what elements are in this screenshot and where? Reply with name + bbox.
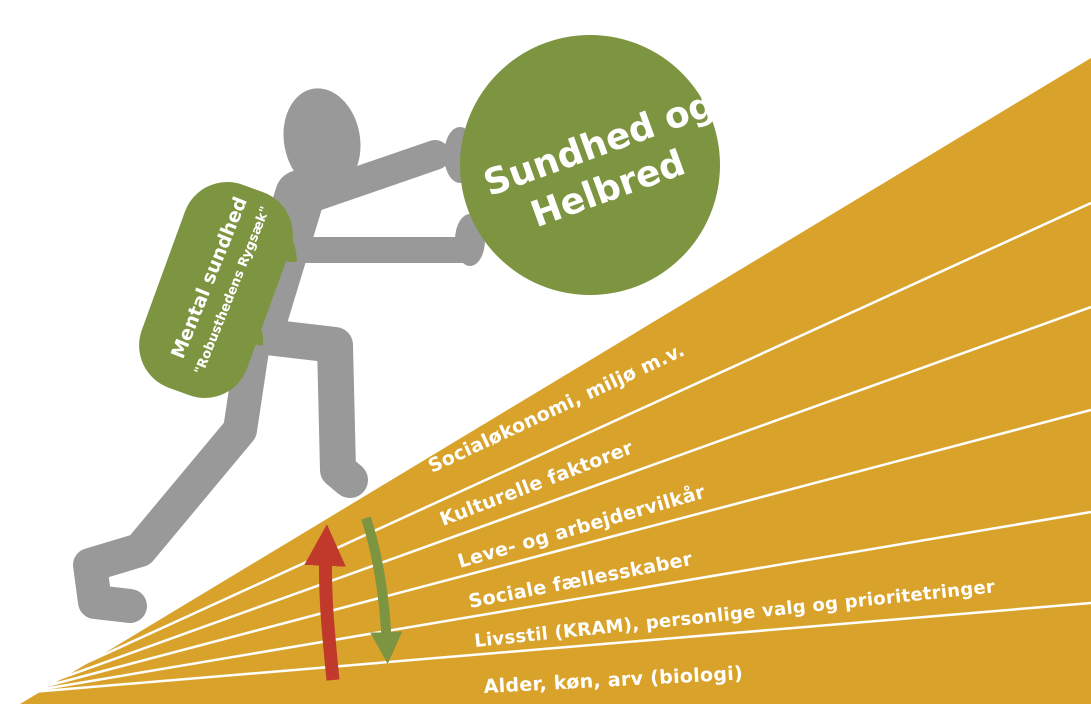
divider-line xyxy=(19,305,1091,695)
head xyxy=(283,88,361,192)
upper-arm xyxy=(275,140,450,220)
health-ball: Sundhed og Helbred xyxy=(460,35,720,295)
arrow-up-icon xyxy=(304,524,346,681)
backpack-strap xyxy=(249,210,297,263)
arrow-down-icon xyxy=(361,516,403,664)
slope xyxy=(20,58,1091,704)
backpack-strap xyxy=(238,315,264,346)
back-leg xyxy=(73,313,272,623)
layer-dividers xyxy=(19,201,1091,695)
pushing-figure xyxy=(73,88,485,623)
divider-line xyxy=(19,201,1091,695)
divider-line xyxy=(19,510,1091,695)
divider-line xyxy=(19,408,1091,695)
divider-line xyxy=(19,601,1091,695)
ball-circle xyxy=(460,35,720,295)
front-leg xyxy=(232,317,368,498)
